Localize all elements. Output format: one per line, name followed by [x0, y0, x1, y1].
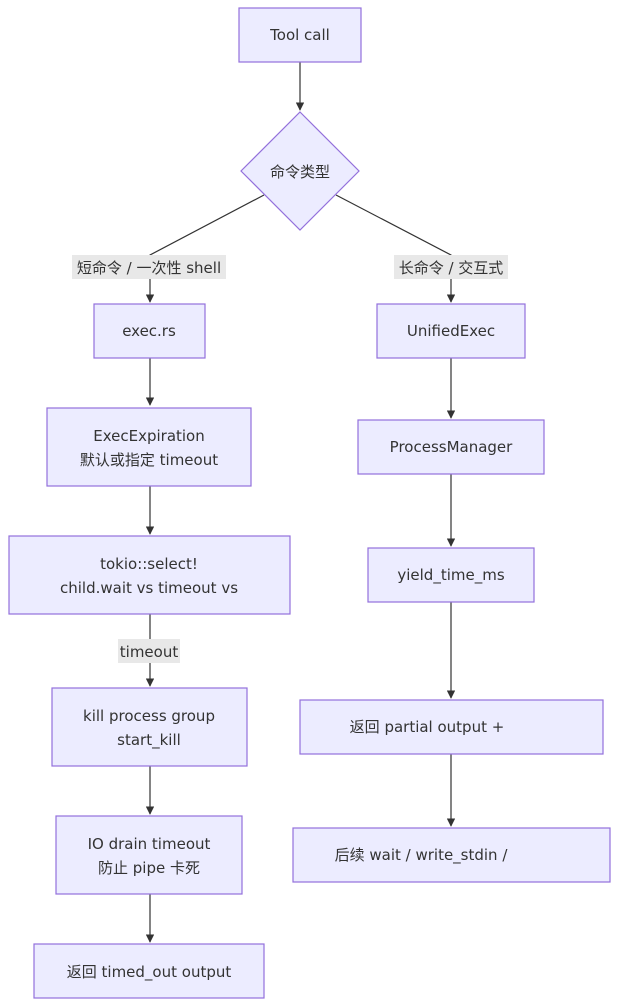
- node-tool-call: Tool call: [238, 7, 362, 63]
- node-kill-process-group: kill process group start_kill: [51, 687, 248, 767]
- node-command-type: 命令类型: [240, 111, 360, 231]
- node-unified-exec: UnifiedExec: [376, 303, 526, 359]
- svg-text:返回 timed_out output: 返回 timed_out output: [67, 963, 232, 982]
- node-followup: 后续 wait / write_stdin /: [292, 827, 611, 883]
- svg-text:后续 wait / write_stdin /: 后续 wait / write_stdin /: [335, 846, 509, 865]
- node-yield-time: yield_time_ms: [367, 547, 535, 603]
- svg-text:ProcessManager: ProcessManager: [390, 438, 513, 456]
- node-exec-rs: exec.rs: [93, 303, 206, 359]
- node-return-timed-out: 返回 timed_out output: [33, 943, 265, 999]
- svg-text:Tool call: Tool call: [269, 26, 330, 44]
- edge-label-short-text: 短命令 / 一次性 shell: [77, 259, 221, 277]
- svg-text:默认或指定 timeout: 默认或指定 timeout: [80, 451, 218, 469]
- svg-text:返回 partial output +: 返回 partial output +: [350, 718, 505, 736]
- node-exec-expiration: ExecExpiration 默认或指定 timeout: [46, 407, 252, 487]
- edge-label-long-text: 长命令 / 交互式: [399, 259, 504, 277]
- svg-text:kill process group: kill process group: [83, 707, 215, 725]
- svg-text:UnifiedExec: UnifiedExec: [407, 322, 495, 340]
- edge-label-long: 长命令 / 交互式: [394, 255, 508, 279]
- svg-text:ExecExpiration: ExecExpiration: [93, 427, 205, 445]
- edge-cmdtype-unified: [335, 194, 456, 303]
- edge-cmdtype-exec: [145, 194, 265, 303]
- node-tokio-select: tokio::select! child.wait vs timeout vs: [8, 535, 291, 615]
- svg-text:start_kill: start_kill: [117, 731, 181, 750]
- node-process-manager: ProcessManager: [357, 419, 545, 475]
- svg-text:命令类型: 命令类型: [270, 163, 330, 181]
- svg-text:child.wait vs timeout vs: child.wait vs timeout vs: [60, 579, 238, 597]
- edge-label-short: 短命令 / 一次性 shell: [72, 255, 226, 279]
- svg-text:tokio::select!: tokio::select!: [100, 555, 198, 573]
- svg-text:防止 pipe 卡死: 防止 pipe 卡死: [98, 859, 200, 877]
- node-return-partial: 返回 partial output +: [299, 699, 604, 755]
- svg-text:yield_time_ms: yield_time_ms: [397, 566, 504, 585]
- edge-label-timeout: timeout: [118, 639, 180, 663]
- edge-label-timeout-text: timeout: [120, 643, 179, 661]
- svg-text:IO drain timeout: IO drain timeout: [88, 835, 211, 853]
- svg-text:exec.rs: exec.rs: [122, 322, 176, 340]
- node-io-drain: IO drain timeout 防止 pipe 卡死: [55, 815, 243, 895]
